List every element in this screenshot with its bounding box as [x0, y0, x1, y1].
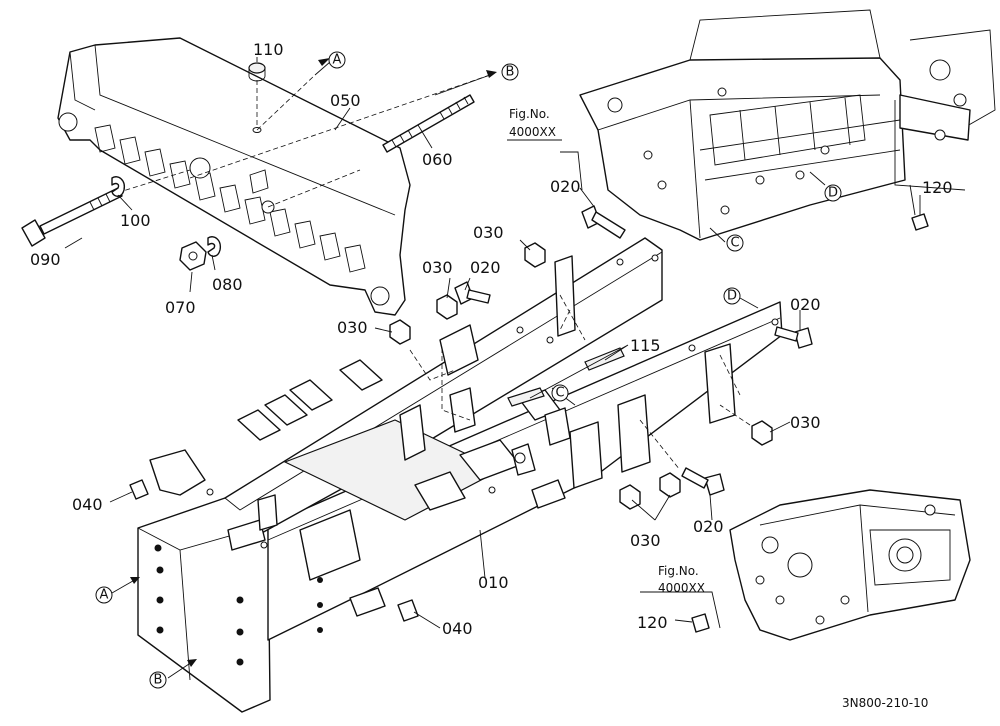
main-frame: [137, 237, 783, 713]
ref-b-frame: B: [149, 671, 167, 689]
label-090: 090: [30, 250, 61, 269]
label-120b: 120: [637, 613, 668, 632]
ref-c-engine: C: [726, 234, 744, 252]
leader-lines: [64, 57, 921, 679]
front-weight-bracket: [57, 37, 411, 316]
label-070: 070: [165, 298, 196, 317]
ref-b-top: B: [501, 63, 519, 81]
label-080: 080: [212, 275, 243, 294]
bolt-040-bottom: [397, 599, 419, 622]
ref-c-frame: C: [551, 384, 569, 402]
label-030b: 030: [422, 258, 453, 277]
bolt-020-mid: [454, 281, 491, 305]
nut-070: [179, 241, 207, 271]
stud-bolt-060: [382, 94, 475, 153]
label-020b: 020: [470, 258, 501, 277]
bolt-040-left: [129, 479, 149, 500]
nuts-030: [389, 242, 773, 510]
svg-text:C: C: [730, 236, 739, 251]
svg-text:D: D: [727, 289, 737, 304]
ref-d-engine: D: [824, 184, 842, 202]
figref-bottom-line2: 4000XX: [658, 581, 705, 595]
svg-text:B: B: [154, 673, 163, 688]
bolt-110: [248, 62, 266, 128]
bolt-120-top: [911, 213, 929, 231]
label-060: 060: [422, 150, 453, 169]
label-100: 100: [120, 211, 151, 230]
label-030c: 030: [337, 318, 368, 337]
svg-text:B: B: [506, 65, 515, 80]
label-115: 115: [630, 336, 661, 355]
label-040b: 040: [442, 619, 473, 638]
washer-100: [111, 176, 126, 197]
label-110: 110: [253, 40, 284, 59]
bolt-020-right: [774, 326, 813, 349]
figref-bottom-line1: Fig.No.: [658, 564, 699, 578]
figref-top-line2: 4000XX: [509, 125, 556, 139]
label-030a: 030: [473, 223, 504, 242]
bolt-020-lower: [681, 467, 725, 496]
svg-text:D: D: [828, 186, 838, 201]
label-010: 010: [478, 573, 509, 592]
label-020c: 020: [790, 295, 821, 314]
svg-text:A: A: [100, 588, 109, 603]
label-030d: 030: [790, 413, 821, 432]
label-020a: 020: [550, 177, 581, 196]
svg-text:A: A: [333, 53, 342, 68]
label-030e: 030: [630, 531, 661, 550]
ref-d-frame: D: [723, 287, 741, 305]
ref-a-top: A: [328, 51, 346, 69]
washer-080: [207, 236, 222, 257]
bolt-090: [21, 187, 123, 247]
figref-top-line1: Fig.No.: [509, 107, 550, 121]
label-020d: 020: [693, 517, 724, 536]
drawing-code: 3N800-210-10: [842, 696, 928, 710]
engine-bottom-right: [729, 489, 971, 641]
svg-text:C: C: [555, 386, 564, 401]
bolt-120-bottom: [691, 613, 710, 633]
engine-top-right: [579, 9, 996, 241]
label-040a: 040: [72, 495, 103, 514]
label-050: 050: [330, 91, 361, 110]
label-120a: 120: [922, 178, 953, 197]
bolt-020-top: [581, 205, 626, 239]
ref-a-frame: A: [95, 586, 113, 604]
